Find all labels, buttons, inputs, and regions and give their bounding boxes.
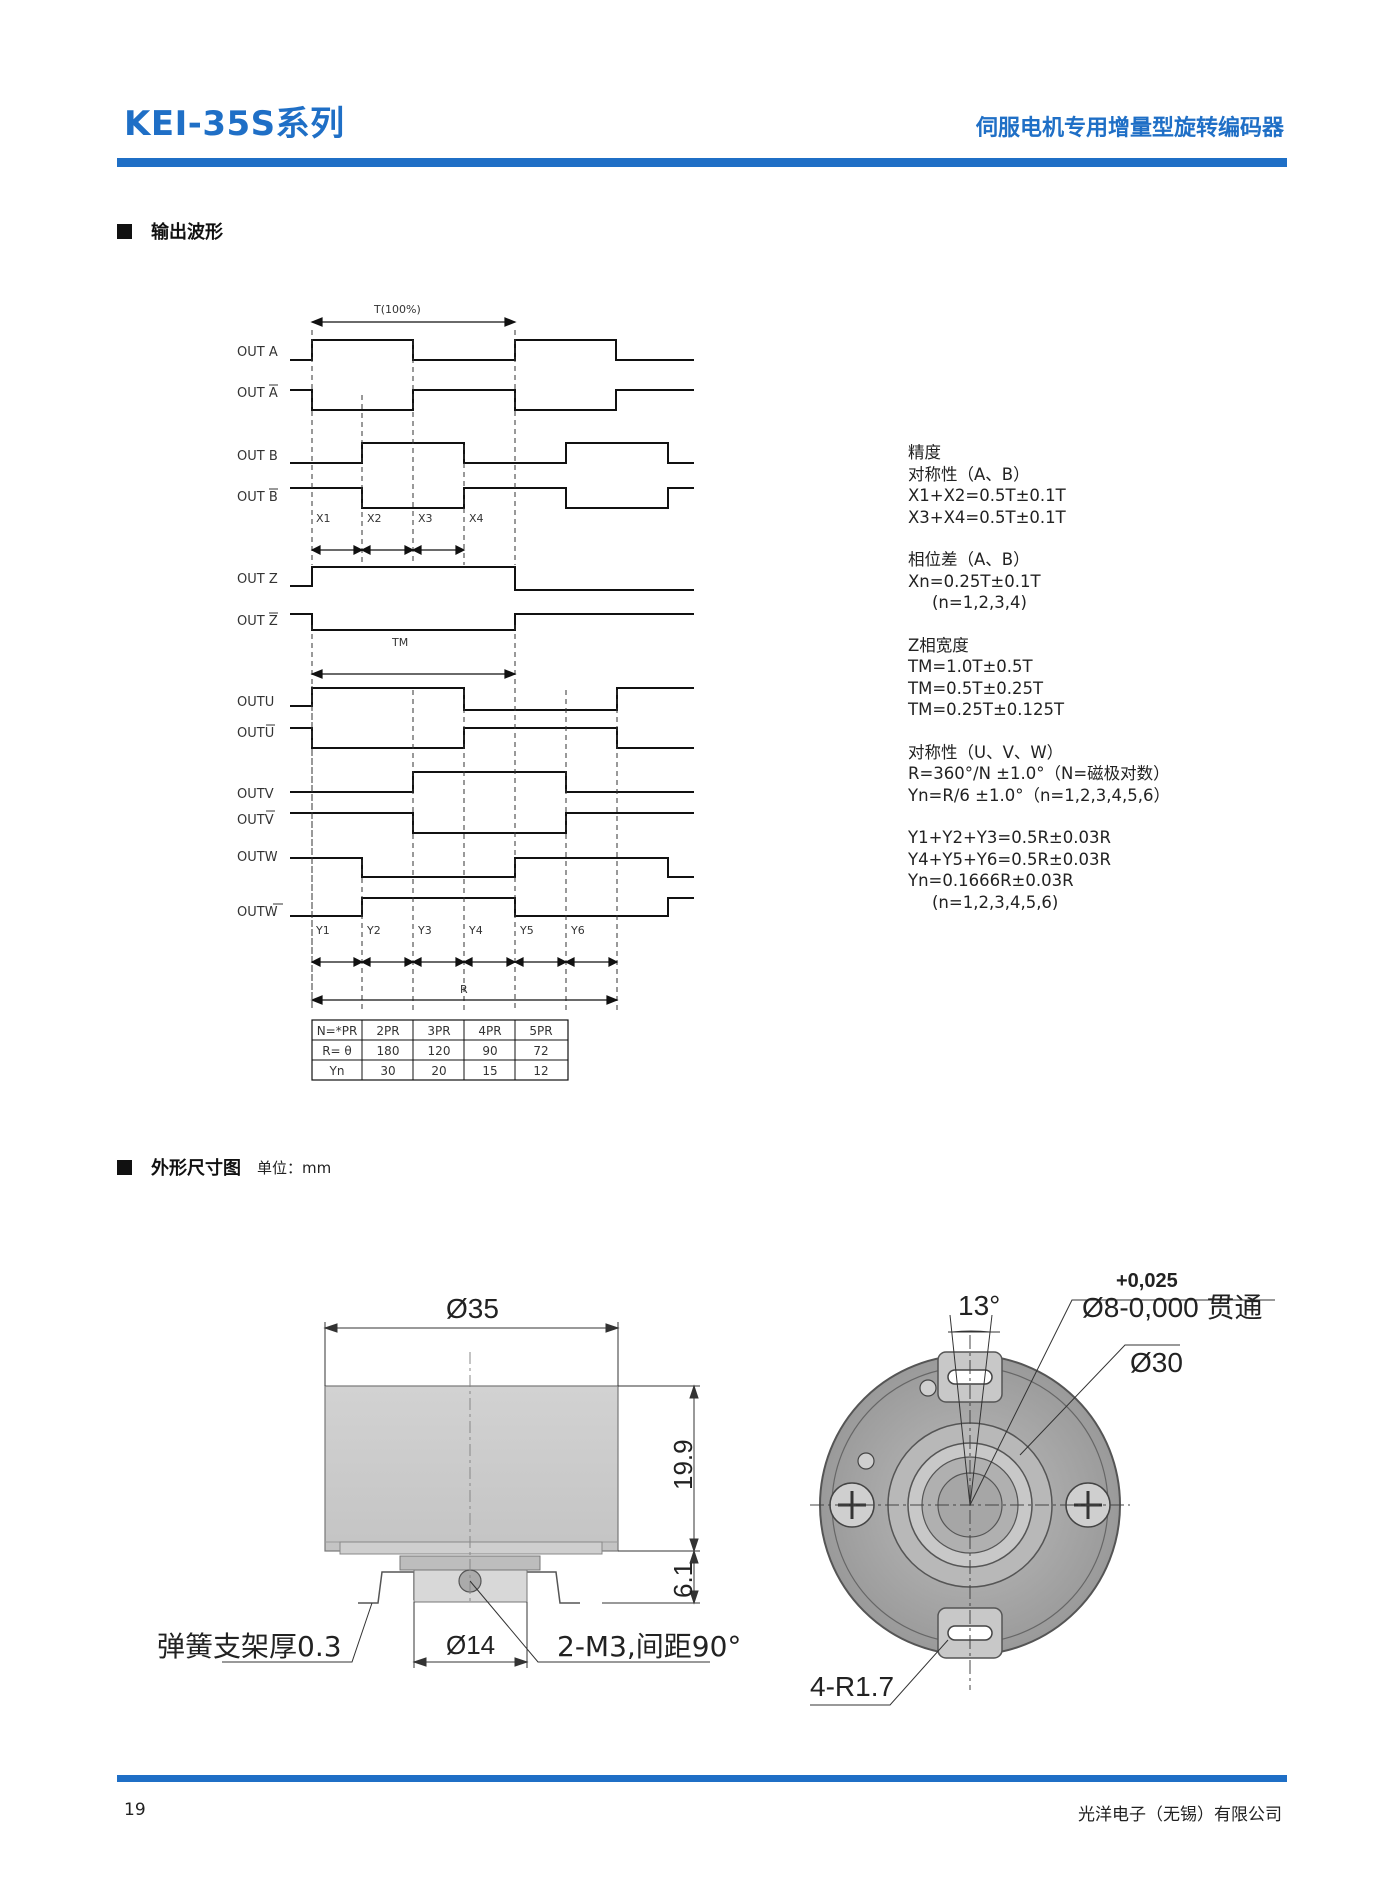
page-title: KEI-35S系列 bbox=[124, 104, 345, 144]
dim-height-6-1: 6.1 bbox=[668, 1562, 698, 1598]
x-label: X2 bbox=[367, 512, 382, 525]
spec-group-ab-symmetry: 对称性（A、B） X1+X2=0.5T±0.1T X3+X4=0.5T±0.1T bbox=[908, 464, 1170, 529]
table-cell: N=*PR bbox=[317, 1024, 358, 1038]
bullet-square-icon bbox=[117, 223, 132, 239]
spec-line: Yn=R/6 ±1.0°（n=1,2,3,4,5,6） bbox=[908, 785, 1170, 805]
signal-label-out-b-bar: OUT B bbox=[237, 490, 278, 505]
spec-line: 相位差（A、B） bbox=[908, 550, 1030, 569]
front-view: 13° +0,025 Ø8-0,000 贯通 Ø30 4-R1.7 bbox=[810, 1270, 1275, 1706]
signal-label-out-z: OUT Z bbox=[237, 572, 278, 587]
table-cell: 30 bbox=[380, 1064, 395, 1078]
spec-line: X3+X4=0.5T±0.1T bbox=[908, 507, 1066, 527]
y-label: Y1 bbox=[315, 924, 330, 937]
spec-line: Y4+Y5+Y6=0.5R±0.03R bbox=[908, 849, 1111, 869]
table-cell: 4PR bbox=[478, 1024, 501, 1038]
table-cell: 12 bbox=[533, 1064, 548, 1078]
table-cell: 2PR bbox=[376, 1024, 399, 1038]
signal-label-out-a: OUT A bbox=[237, 345, 278, 360]
x-label: X1 bbox=[316, 512, 331, 525]
spec-group-y-sums: Y1+Y2+Y3=0.5R±0.03R Y4+Y5+Y6=0.5R±0.03R … bbox=[908, 827, 1170, 913]
spec-line: (n=1,2,3,4) bbox=[932, 593, 1027, 612]
table-cell: 72 bbox=[533, 1044, 548, 1058]
pole-table: N=*PR 2PR 3PR 4PR 5PR R= θ 180 120 90 72… bbox=[311, 1019, 569, 1081]
table-cell: 180 bbox=[377, 1044, 400, 1058]
dim-bore-tolerance: +0,025 bbox=[1116, 1270, 1178, 1292]
company-name: 光洋电子（无锡）有限公司 bbox=[1078, 1805, 1282, 1825]
signal-label-out-a-bar: OUT A bbox=[237, 386, 278, 401]
spec-line: Yn=0.1666R±0.03R bbox=[908, 871, 1074, 890]
tm-label: TM bbox=[391, 636, 408, 649]
screw-label: 2-M3,间距90° bbox=[557, 1630, 741, 1663]
spec-line: Xn=0.25T±0.1T bbox=[908, 571, 1041, 591]
signal-label-out-z-bar: OUT Z bbox=[237, 614, 278, 629]
spec-group-z-width: Z相宽度 TM=1.0T±0.5T TM=0.5T±0.25T TM=0.25T… bbox=[908, 635, 1170, 721]
dim-height-19-9: 19.9 bbox=[668, 1439, 698, 1490]
y-label: Y5 bbox=[519, 924, 534, 937]
dim-bore: Ø8-0,000 贯通 bbox=[1082, 1292, 1263, 1323]
signal-label-out-b: OUT B bbox=[237, 449, 278, 464]
screw-top-left-icon bbox=[857, 1379, 937, 1470]
specs-title: 精度 bbox=[908, 443, 941, 462]
section-heading-dimensions: 外形尺寸图 单位：mm bbox=[117, 1154, 331, 1180]
page-number: 19 bbox=[124, 1800, 146, 1820]
spec-line: 对称性（U、V、W） bbox=[908, 742, 1064, 762]
y-label: Y2 bbox=[366, 924, 381, 937]
dim-dia-30: Ø30 bbox=[1130, 1347, 1183, 1378]
spring-thickness-label: 弹簧支架厚0.3 bbox=[157, 1630, 342, 1663]
spec-group-ab-phase: 相位差（A、B） Xn=0.25T±0.1T (n=1,2,3,4) bbox=[908, 549, 1170, 614]
page-subtitle: 伺服电机专用增量型旋转编码器 bbox=[975, 116, 1284, 141]
r-label: R bbox=[460, 983, 468, 996]
dim-radius: 4-R1.7 bbox=[810, 1671, 894, 1702]
dim-angle-13: 13° bbox=[958, 1290, 1000, 1321]
side-view: Ø35 19.9 6.1 Ø14 弹簧支架厚0.3 2-M3,间距90° bbox=[157, 1293, 741, 1668]
x-label: X4 bbox=[469, 512, 484, 525]
signal-label-out-u-bar: OUTU bbox=[237, 726, 274, 741]
signal-label-out-v-bar: OUTV bbox=[237, 813, 274, 828]
section-title: 外形尺寸图 bbox=[151, 1158, 241, 1179]
signal-label-out-v: OUTV bbox=[237, 787, 274, 802]
waveform-diagram: T(100%) OUT A OUT A OUT B OUT B OUT Z OU… bbox=[237, 303, 694, 1081]
spec-line: Y1+Y2+Y3=0.5R±0.03R bbox=[908, 828, 1111, 847]
section-title: 输出波形 bbox=[151, 222, 223, 243]
spec-line: (n=1,2,3,4,5,6) bbox=[932, 892, 1059, 912]
spec-line: TM=1.0T±0.5T bbox=[908, 657, 1033, 676]
dimension-drawing: Ø35 19.9 6.1 Ø14 弹簧支架厚0.3 2-M3,间距90° bbox=[157, 1270, 1275, 1706]
spec-line: 对称性（A、B） bbox=[908, 464, 1030, 484]
unit-label: 单位：mm bbox=[257, 1158, 332, 1177]
y-label: Y4 bbox=[468, 924, 483, 937]
table-cell: R= θ bbox=[322, 1044, 352, 1058]
x-label: X3 bbox=[418, 512, 433, 525]
spec-line: Z相宽度 bbox=[908, 635, 969, 655]
table-cell: 3PR bbox=[427, 1024, 450, 1038]
spec-line: TM=0.5T±0.25T bbox=[908, 678, 1044, 698]
table-cell: 20 bbox=[431, 1064, 446, 1078]
y-label: Y6 bbox=[570, 924, 585, 937]
spec-line: TM=0.25T±0.125T bbox=[908, 700, 1065, 719]
dim-dia-14: Ø14 bbox=[446, 1630, 495, 1660]
spec-line: X1+X2=0.5T±0.1T bbox=[908, 486, 1066, 505]
table-cell: 120 bbox=[428, 1044, 451, 1058]
table-cell: Yn bbox=[329, 1064, 345, 1078]
section-heading-waveform: 输出波形 bbox=[117, 218, 223, 244]
signal-label-out-w: OUTW bbox=[237, 850, 278, 865]
signal-label-out-w-bar: OUTW bbox=[237, 905, 278, 920]
table-cell: 15 bbox=[482, 1064, 497, 1078]
accuracy-specs: 精度 对称性（A、B） X1+X2=0.5T±0.1T X3+X4=0.5T±0… bbox=[908, 442, 1170, 934]
y-label: Y3 bbox=[417, 924, 432, 937]
signal-label-out-u: OUTU bbox=[237, 695, 274, 710]
spec-line: R=360°/N ±1.0°（N=磁极对数） bbox=[908, 764, 1170, 783]
spec-group-uvw-symmetry: 对称性（U、V、W） R=360°/N ±1.0°（N=磁极对数） Yn=R/6… bbox=[908, 742, 1170, 807]
period-label: T(100%) bbox=[373, 303, 421, 316]
table-cell: 90 bbox=[482, 1044, 497, 1058]
dim-dia-35: Ø35 bbox=[446, 1293, 499, 1324]
header-rule bbox=[117, 158, 1287, 167]
table-cell: 5PR bbox=[529, 1024, 552, 1038]
footer-rule bbox=[117, 1775, 1287, 1782]
bullet-square-icon bbox=[117, 1159, 132, 1175]
